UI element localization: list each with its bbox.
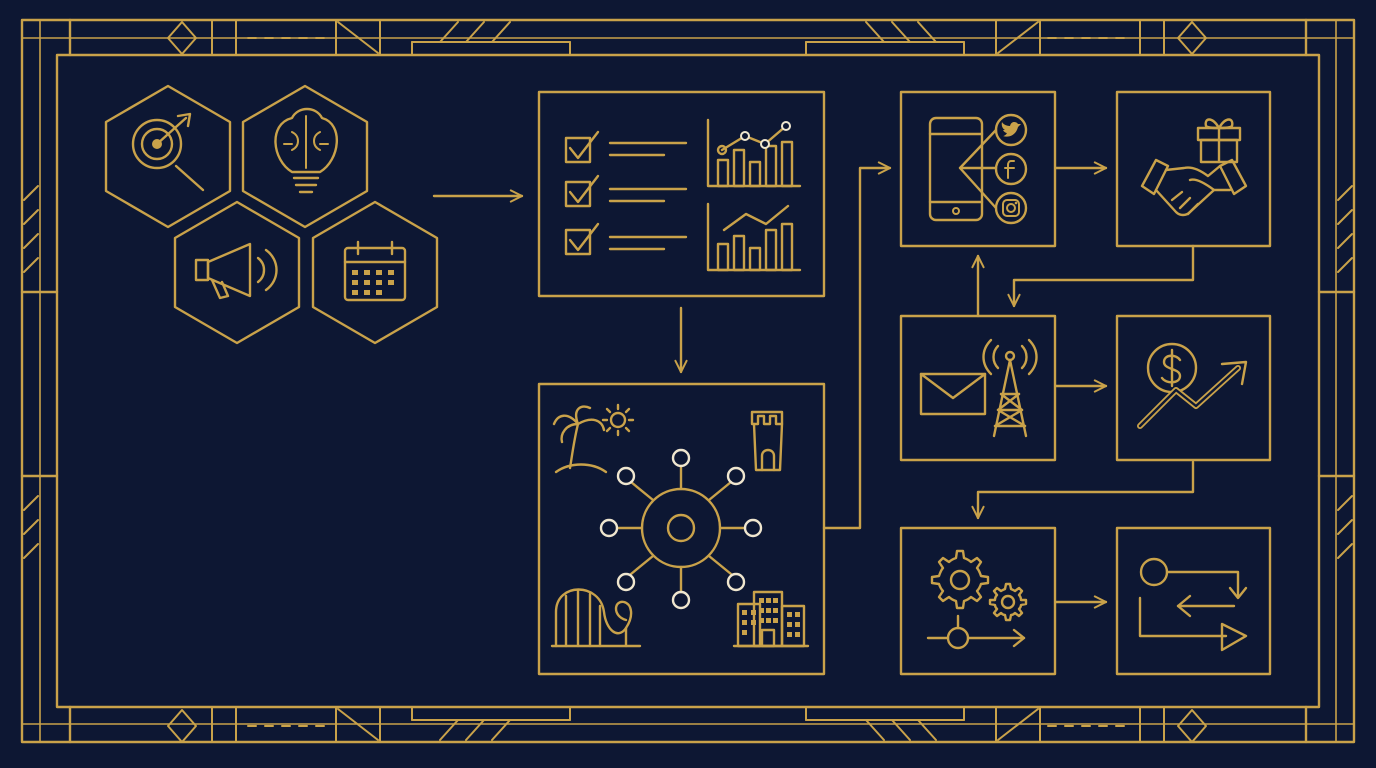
facebook-icon [994,152,1028,186]
revenue-box [1115,314,1272,462]
lightbulb-brain-icon [274,107,338,194]
arrow-hub-to-social [822,161,892,530]
castle-tower-icon [750,410,784,472]
gift-icon [1196,118,1242,164]
partnership-box [1115,90,1272,248]
planning-panel [537,90,826,298]
destinations-hub [537,382,826,676]
growth-arrow-icon [1137,360,1248,429]
operations-box [899,526,1057,676]
instagram-icon [994,191,1028,225]
frame-ornament-sides [23,185,1353,559]
line-chart-icon [706,202,802,272]
radio-tower-icon [982,338,1038,438]
hex-megaphone [173,200,301,345]
smartphone-icon [928,116,998,222]
art-deco-frame [20,18,1356,744]
exchange-arrows-icon [1138,557,1248,652]
bar-chart-icon [706,118,802,188]
network-hub-icon [599,448,763,610]
target-search-icon [131,112,205,192]
megaphone-icon [194,242,278,300]
envelope-icon [919,372,987,416]
handshake-icon [1140,158,1248,217]
sun-icon [601,403,635,437]
dollar-coin-icon [1146,342,1198,394]
hex-target [104,84,232,229]
strategy-cluster [104,84,439,345]
broadcast-box [899,314,1057,462]
checklist-icon [564,130,688,256]
frame-ornament-top [167,19,1207,56]
roller-coaster-icon [550,588,642,648]
twitter-icon [994,113,1028,147]
palm-tree-icon [552,405,608,474]
exchange-box [1115,526,1272,676]
flow-connectors [432,161,1195,609]
frame-ornament-bottom [167,706,1207,743]
calendar-icon [343,240,407,302]
hex-calendar [311,200,439,345]
arrow-partnership-to-broadcast [1007,244,1195,308]
hex-idea [241,84,369,229]
social-media-box [899,90,1057,248]
gears-icon [930,549,1028,622]
arrow-revenue-to-operations [971,460,1195,520]
process-flow-icon [926,614,1026,650]
hotel-building-icon [732,590,810,648]
